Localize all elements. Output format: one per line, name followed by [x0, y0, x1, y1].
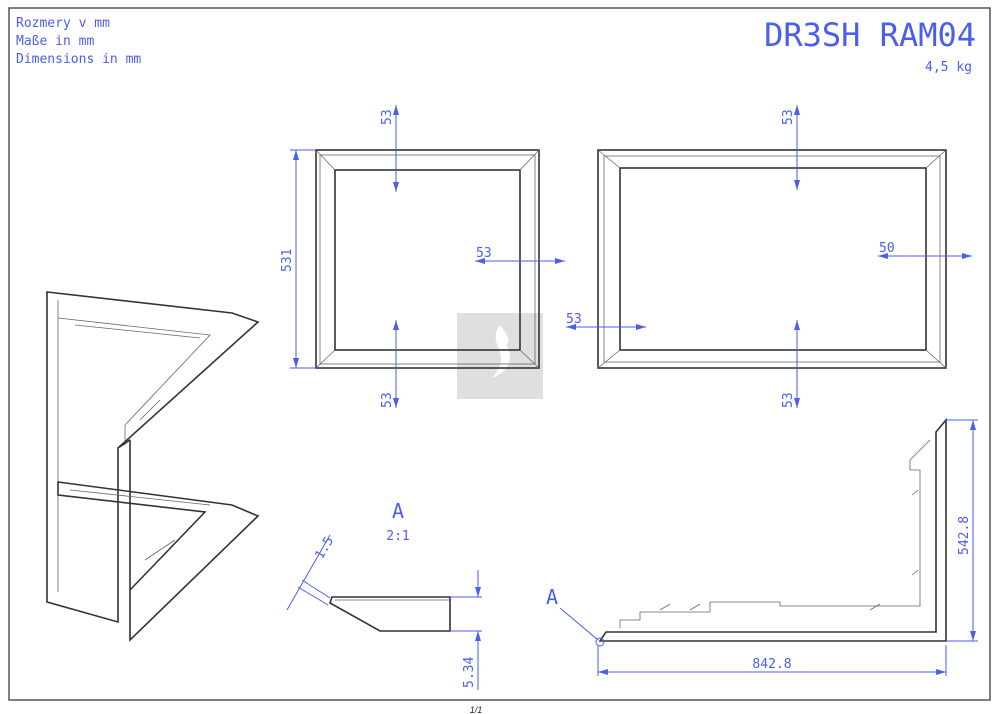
page-number: 1/1: [470, 705, 483, 714]
front-view-right: [566, 105, 972, 408]
corner-view: [559, 417, 978, 676]
dim-side-left: 53: [476, 246, 492, 261]
dim-height-531: 531: [280, 249, 295, 272]
front-view-left: [290, 105, 565, 408]
units-line-1: Rozmery v mm: [16, 16, 110, 31]
dim-left-right-view: 53: [566, 312, 582, 327]
detail-a-profile: [286, 534, 482, 690]
dim-corner-height: 542.8: [957, 516, 972, 555]
dim-width: 842.8: [752, 657, 791, 672]
sheet-border: [8, 7, 991, 701]
detail-label: A: [392, 499, 404, 523]
dim-thickness: 1.5: [312, 534, 337, 562]
dim-bottom-right: 53: [781, 392, 796, 408]
drawing-title: DR3SH RAM04: [764, 16, 976, 54]
detail-ref-label: A: [546, 585, 558, 609]
detail-scale: 2:1: [386, 529, 409, 544]
units-line-2: Maße in mm: [16, 34, 94, 49]
watermark-flame-logo: [457, 313, 543, 399]
dim-top-left: 53: [380, 109, 395, 125]
dim-side-right: 50: [879, 241, 895, 256]
units-line-3: Dimensions in mm: [16, 52, 141, 67]
dim-top-right: 53: [781, 109, 796, 125]
dim-detail-height: 5.34: [462, 657, 477, 688]
weight-label: 4,5 kg: [925, 60, 972, 75]
dim-bottom-left: 53: [380, 392, 395, 408]
isometric-view: [46, 291, 260, 642]
